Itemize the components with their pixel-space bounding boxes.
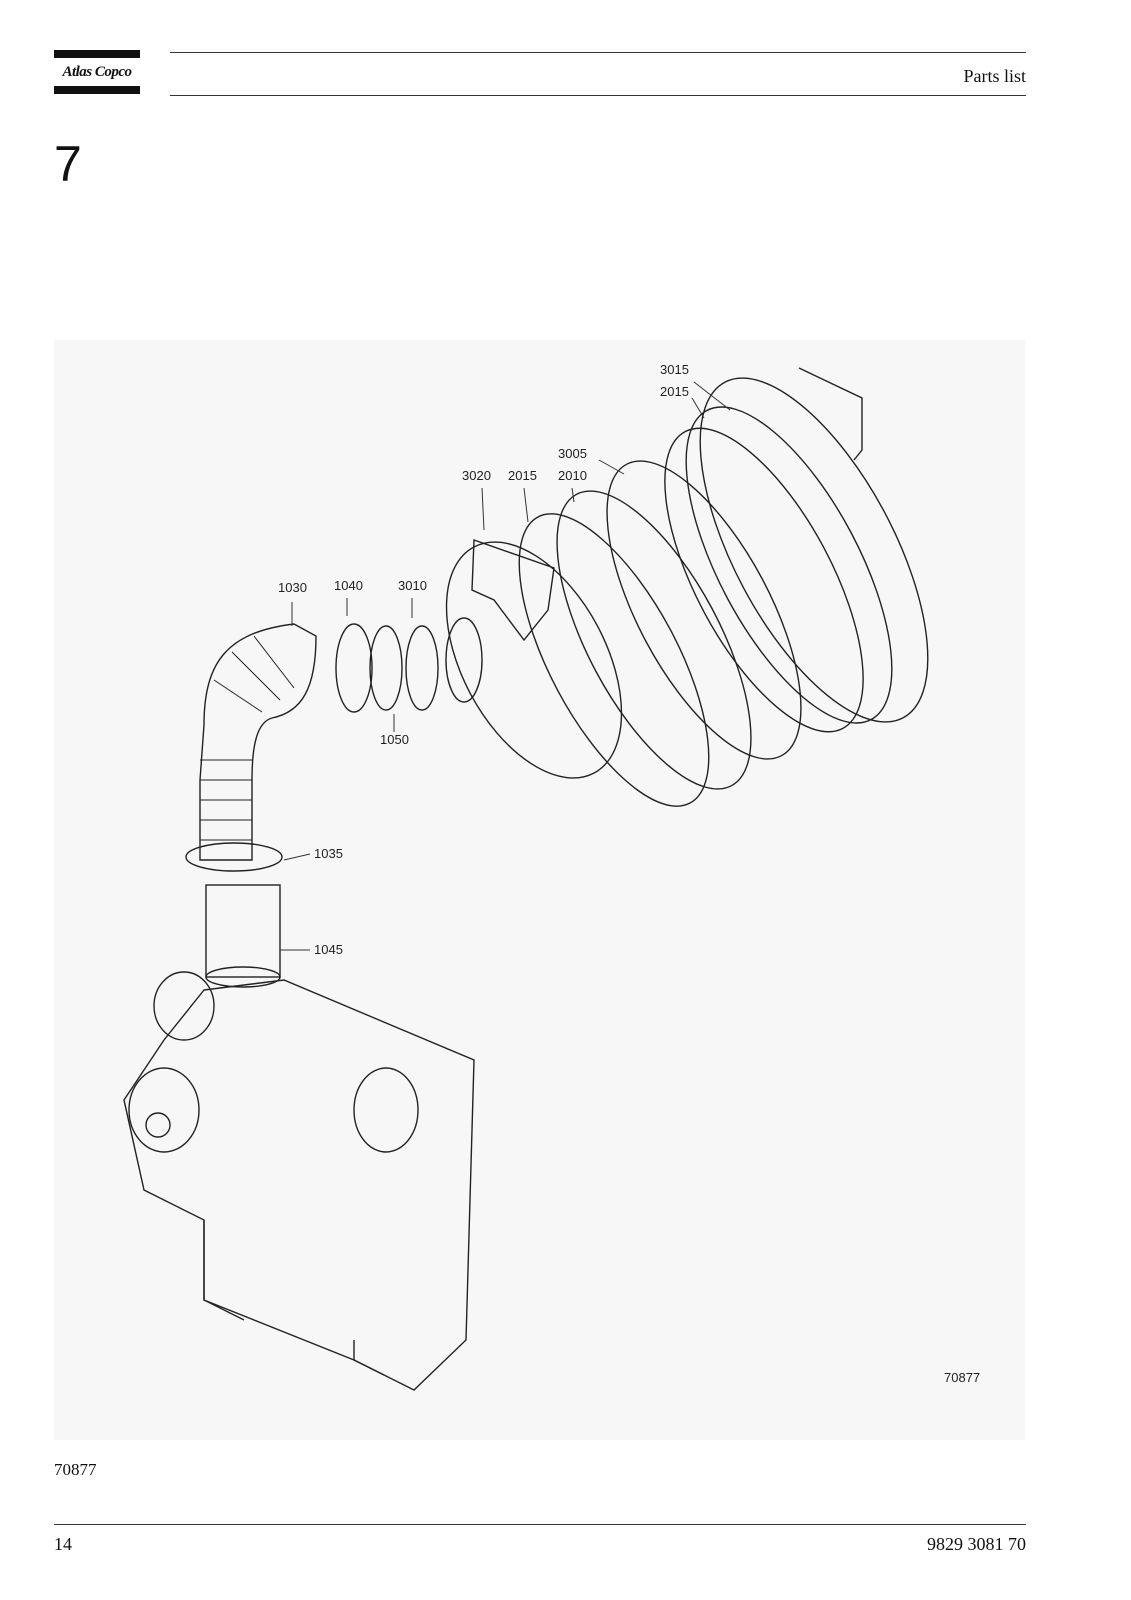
cover-fin	[471, 539, 555, 642]
body-port	[353, 1067, 419, 1153]
header-rule-top	[170, 52, 1026, 53]
callout-1045: 1045	[314, 942, 343, 957]
atlas-copco-logo: Atlas Copco	[54, 50, 140, 94]
callout-2010: 2010	[558, 468, 587, 483]
ring-3005	[606, 460, 802, 760]
header-rule-bottom	[170, 95, 1026, 96]
mounting-foot-right	[353, 1340, 385, 1376]
callout-2015-lower: 2015	[508, 468, 537, 483]
callout-1035: 1035	[314, 846, 343, 861]
callout-3020: 3020	[462, 468, 491, 483]
cover-neck	[445, 617, 483, 703]
callout-3015: 3015	[660, 362, 689, 377]
logo-bar-bottom	[54, 86, 140, 94]
intake-housing-back	[699, 377, 929, 723]
logo-bar-top	[54, 50, 140, 58]
motor-hub	[145, 1112, 171, 1138]
exploded-parts-drawing: 3015 2015 3005 3020 2015 2010 1030 1040 …	[54, 340, 1025, 1440]
figure-caption-id: 70877	[54, 1460, 97, 1479]
drawing-id: 70877	[944, 1370, 980, 1385]
callout-3005: 3005	[558, 446, 587, 461]
ring-2015-lower	[518, 513, 710, 807]
callout-1030: 1030	[278, 580, 307, 595]
clamp-3010	[405, 625, 439, 711]
section-title: Parts list	[963, 66, 1026, 86]
clamp-1050	[369, 625, 403, 711]
footer-rule	[54, 1524, 1026, 1525]
document-number: 9829 3081 70	[927, 1534, 1026, 1554]
compressor-body	[123, 979, 475, 1391]
page-number: 14	[54, 1534, 72, 1554]
ring-2015-upper	[664, 427, 864, 733]
chapter-number: 7	[54, 136, 82, 192]
drawing-svg: 3015 2015 3005 3020 2015 2010 1030 1040 …	[123, 362, 980, 1391]
callout-1040: 1040	[334, 578, 363, 593]
callout-2015-upper: 2015	[660, 384, 689, 399]
pipe-1045	[205, 884, 281, 978]
ring-2010	[556, 490, 752, 790]
clamp-1035	[185, 842, 283, 872]
mounting-foot	[203, 1220, 245, 1321]
clamp-1040	[335, 623, 373, 713]
motor-flange	[128, 1067, 200, 1153]
inlet-flange	[153, 971, 215, 1041]
logo-wordmark: Atlas Copco	[62, 64, 132, 80]
bellows-elbow	[199, 623, 317, 861]
callout-1050: 1050	[380, 732, 409, 747]
ring-3015	[685, 406, 893, 724]
callout-3010: 3010	[398, 578, 427, 593]
pipe-1045-bottom	[205, 966, 281, 988]
housing-bracket	[798, 367, 863, 461]
